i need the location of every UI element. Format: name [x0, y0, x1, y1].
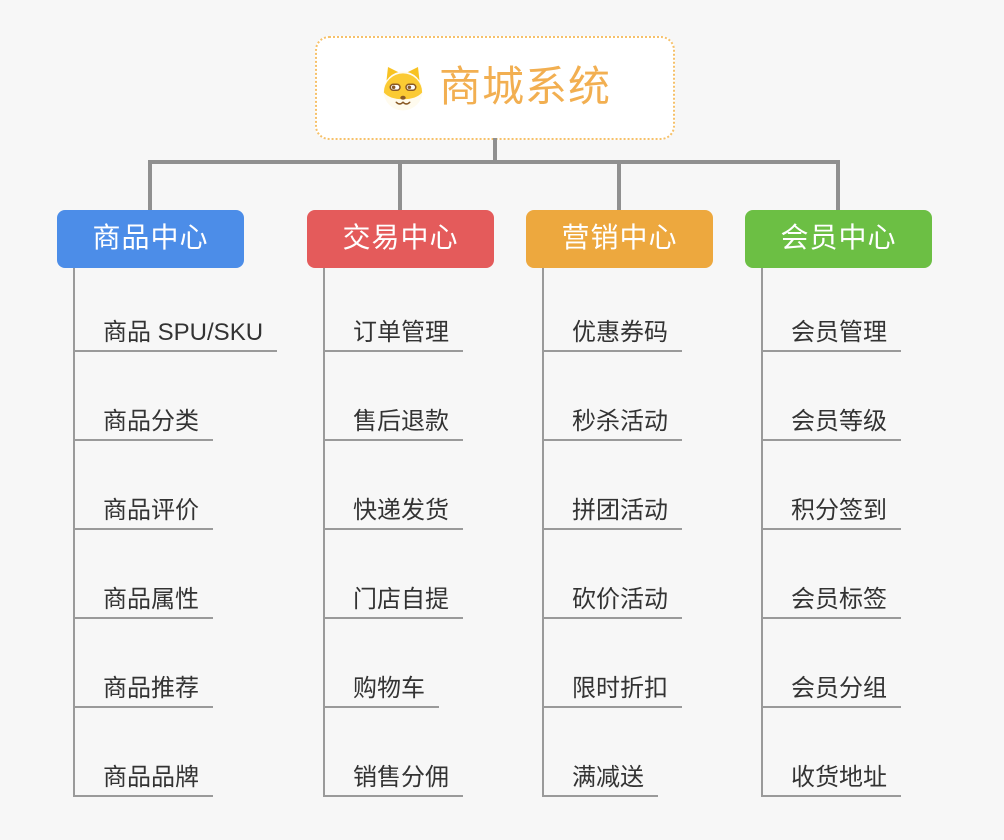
branch-4: 会员中心 会员管理会员等级积分签到会员标签会员分组收货地址 — [745, 160, 995, 810]
connector-root-stem — [493, 138, 497, 164]
mindmap-item[interactable]: 优惠券码 — [542, 308, 682, 352]
mindmap-item[interactable]: 商品属性 — [73, 575, 213, 619]
mindmap-item[interactable]: 收货地址 — [761, 753, 901, 797]
branch-label: 营销中心 — [561, 222, 678, 253]
branch-1: 商品中心 商品 SPU/SKU 商品分类商品评价商品属性商品推荐商品品牌 — [57, 160, 307, 810]
root-title: 商城系统 — [438, 63, 611, 110]
branch-header[interactable]: 商品中心 — [57, 210, 244, 268]
doge-icon — [383, 67, 423, 111]
branch-3: 营销中心 优惠券码秒杀活动拼团活动砍价活动限时折扣满减送 — [526, 160, 776, 810]
branch-label: 商品中心 — [92, 222, 209, 253]
mindmap-item[interactable]: 满减送 — [542, 753, 658, 797]
mindmap-item[interactable]: 砍价活动 — [542, 575, 682, 619]
mindmap-item[interactable]: 快递发货 — [323, 486, 463, 530]
branch-header[interactable]: 交易中心 — [307, 210, 494, 268]
connector-branch-drop — [617, 160, 621, 210]
branch-label: 交易中心 — [342, 222, 459, 253]
mindmap-item[interactable]: 商品评价 — [73, 486, 213, 530]
mindmap-item[interactable]: 会员分组 — [761, 664, 901, 708]
branch-label: 会员中心 — [780, 222, 897, 253]
connector-branch-drop — [398, 160, 402, 210]
mindmap-item[interactable]: 门店自提 — [323, 575, 463, 619]
connector-branch-drop — [148, 160, 152, 210]
branch-spine — [73, 268, 75, 797]
mindmap-item[interactable]: 商品分类 — [73, 397, 213, 441]
connector-horizontal — [148, 160, 840, 164]
mindmap-item[interactable]: 拼团活动 — [542, 486, 682, 530]
mindmap-item[interactable]: 销售分佣 — [323, 753, 463, 797]
mindmap-item[interactable]: 订单管理 — [323, 308, 463, 352]
branch-spine — [323, 268, 325, 797]
mindmap-item[interactable]: 售后退款 — [323, 397, 463, 441]
mindmap-item[interactable]: 积分签到 — [761, 486, 901, 530]
branch-spine — [761, 268, 763, 797]
branch-spine — [542, 268, 544, 797]
mindmap-item[interactable]: 商品 SPU/SKU — [73, 308, 278, 352]
connector-branch-drop — [836, 160, 840, 210]
mindmap-item[interactable]: 购物车 — [323, 664, 439, 708]
root-node[interactable]: 商城系统 — [315, 36, 675, 140]
mindmap-item[interactable]: 商品品牌 — [73, 753, 213, 797]
mindmap-item[interactable]: 会员标签 — [761, 575, 901, 619]
mindmap-item[interactable]: 会员管理 — [761, 308, 901, 352]
branch-header[interactable]: 会员中心 — [745, 210, 932, 268]
branch-2: 交易中心 订单管理售后退款快递发货门店自提购物车销售分佣 — [307, 160, 557, 810]
branch-header[interactable]: 营销中心 — [526, 210, 713, 268]
mindmap-item[interactable]: 秒杀活动 — [542, 397, 682, 441]
mindmap-item[interactable]: 限时折扣 — [542, 664, 682, 708]
mindmap-item[interactable]: 商品推荐 — [73, 664, 213, 708]
mindmap-item[interactable]: 会员等级 — [761, 397, 901, 441]
